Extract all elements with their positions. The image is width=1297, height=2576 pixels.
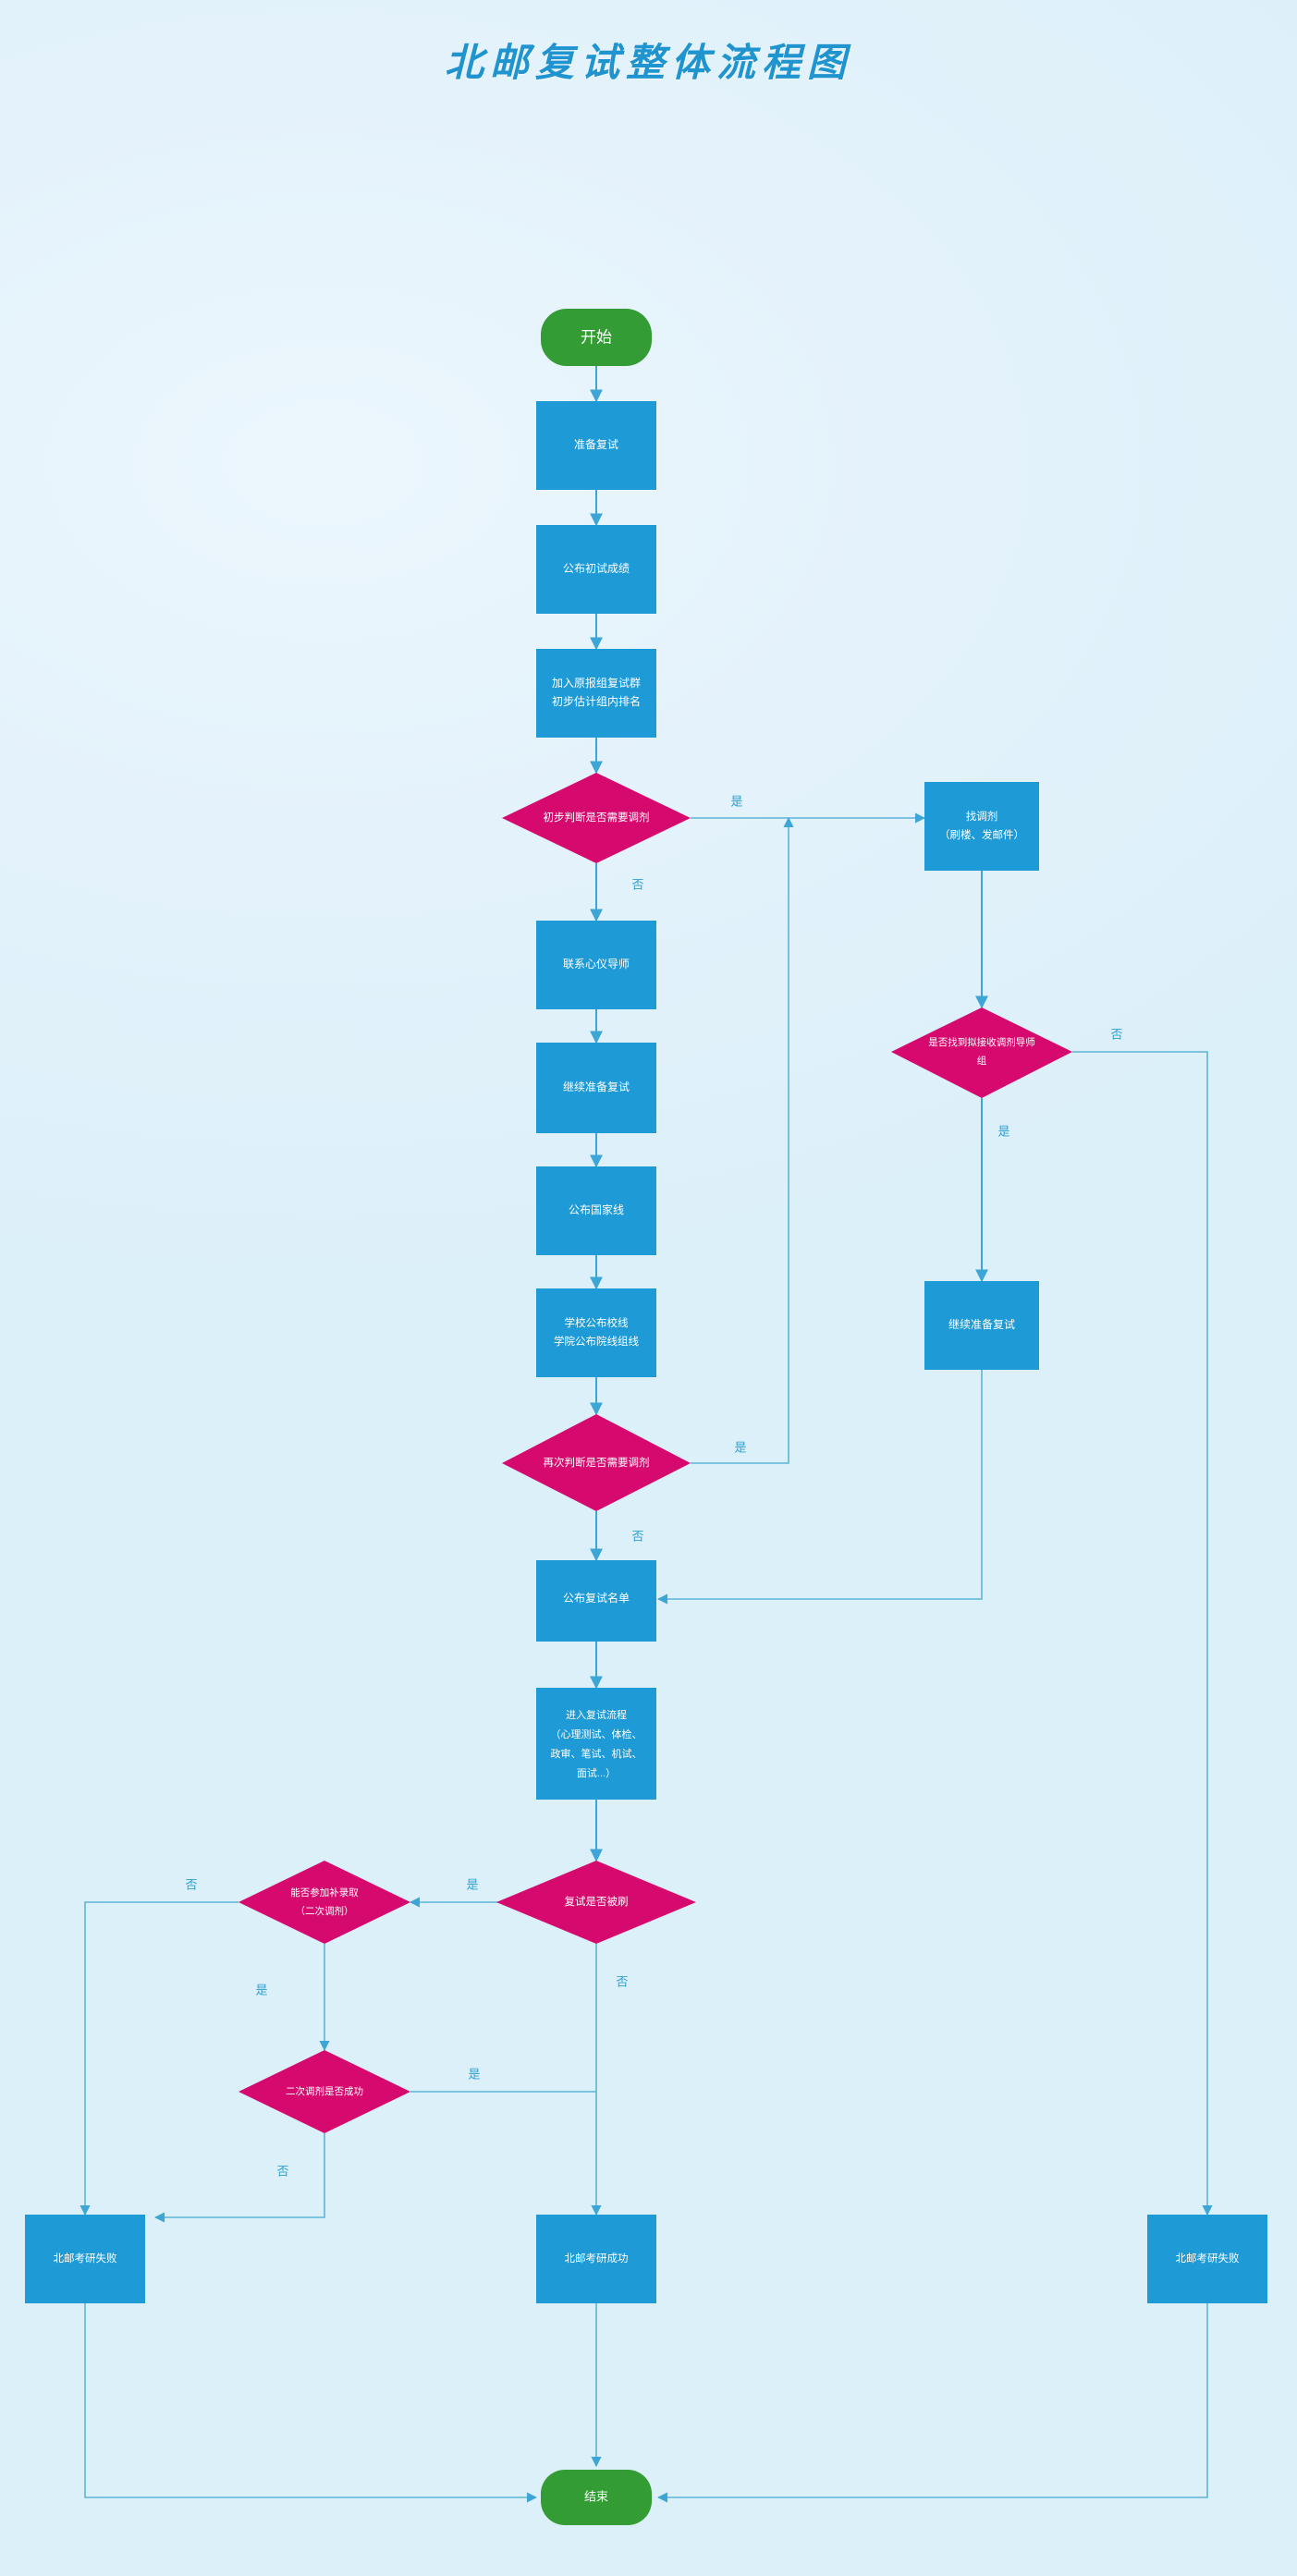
node-decision-first-adjust-shape[interactable] <box>502 773 691 863</box>
node-end-shape[interactable] <box>541 2470 652 2525</box>
node-group-label-line1: 加入原报组复试群 <box>552 676 641 690</box>
node-group-label-line2: 初步估计组内排名 <box>552 694 641 708</box>
node-decision-second-adjust-shape[interactable] <box>502 1414 691 1511</box>
edge-labels-layer: 是 否 否 是 是 否 是 否 否 是 是 否 <box>185 794 1122 2178</box>
edge-label-decsecond-no: 否 <box>631 1529 643 1543</box>
edge-failleft-end <box>84 2303 538 2503</box>
node-school-line-label-line2: 学院公布院线组线 <box>554 1335 639 1348</box>
node-contact-advisor-label: 联系心仪导师 <box>563 958 630 971</box>
page-title: 北邮复试整体流程图 <box>444 40 852 85</box>
node-decision-supplementary-label-line2: （二次调剂） <box>296 1905 354 1917</box>
node-decision-found-group-label-line1: 是否找到拟接收调剂导师 <box>928 1036 1035 1048</box>
node-start-label: 开始 <box>581 328 612 346</box>
node-decision-eliminated[interactable]: 复试是否被刷 <box>496 1861 696 1944</box>
edge-label-decfirst-yes: 是 <box>730 794 742 808</box>
node-decision-found-group-label-line2: 组 <box>977 1055 987 1067</box>
node-retest-process-label-line3: 政审、笔试、机试、 <box>551 1747 642 1760</box>
edge-prep2r-list <box>656 1370 983 1605</box>
node-fail-left-label: 北邮考研失败 <box>54 2252 117 2265</box>
edge-label-decsupp-yes: 是 <box>255 1983 267 1996</box>
node-retest-process[interactable]: 进入复试流程 （心理测试、体检、 政审、笔试、机试、 面试...） <box>536 1688 656 1800</box>
node-school-line[interactable]: 学校公布校线 学院公布院线组线 <box>536 1288 656 1377</box>
node-find-adjust-label-line2: （刷楼、发邮件） <box>939 828 1024 841</box>
node-start[interactable]: 开始 <box>541 309 652 366</box>
node-prep-shape[interactable] <box>536 401 656 490</box>
node-decision-found-group-shape[interactable] <box>891 1007 1072 1098</box>
node-fail-left[interactable]: 北邮考研失败 <box>25 2215 145 2303</box>
edge-label-decsecond-yes: 是 <box>734 1440 746 1454</box>
node-national-line-shape[interactable] <box>536 1166 656 1255</box>
node-fail-right-shape[interactable] <box>1147 2215 1267 2303</box>
node-school-line-shape[interactable] <box>536 1288 656 1377</box>
edge-decfound-failright <box>1072 1051 1213 2216</box>
node-retest-list-shape[interactable] <box>536 1560 656 1642</box>
node-school-line-label-line1: 学校公布校线 <box>565 1316 629 1329</box>
node-success[interactable]: 北邮考研成功 <box>536 2215 656 2303</box>
node-prep-label: 准备复试 <box>574 437 618 451</box>
node-retest-list-label: 公布复试名单 <box>563 1591 630 1605</box>
node-group[interactable]: 加入原报组复试群 初步估计组内排名 <box>536 649 656 738</box>
edge-label-deccut-no: 否 <box>616 1974 628 1988</box>
node-continue-prep-right-label: 继续准备复试 <box>948 1317 1015 1331</box>
node-retest-process-shape[interactable] <box>536 1688 656 1800</box>
node-decision-supplementary[interactable]: 能否参加补录取 （二次调剂） <box>239 1861 410 1944</box>
node-end[interactable]: 结束 <box>541 2470 652 2525</box>
node-find-adjust-label-line1: 找调剂 <box>966 810 998 823</box>
node-fail-right[interactable]: 北邮考研失败 <box>1147 2215 1267 2303</box>
node-retest-process-label-line2: （心理测试、体检、 <box>551 1728 642 1740</box>
node-contact-advisor-shape[interactable] <box>536 921 656 1009</box>
edge-label-decsupp-no: 否 <box>185 1877 197 1891</box>
node-national-line[interactable]: 公布国家线 <box>536 1166 656 1255</box>
node-fail-right-label: 北邮考研失败 <box>1176 2252 1240 2265</box>
node-decision-eliminated-shape[interactable] <box>496 1861 696 1944</box>
node-continue-prep-right-shape[interactable] <box>924 1281 1039 1370</box>
node-retest-process-label-line1: 进入复试流程 <box>566 1708 627 1721</box>
node-retest-process-label-line4: 面试...） <box>577 1767 616 1779</box>
node-score-shape[interactable] <box>536 525 656 614</box>
node-end-label: 结束 <box>584 2489 608 2503</box>
node-decision-second-adjust[interactable]: 再次判断是否需要调剂 <box>502 1414 691 1511</box>
node-national-line-label: 公布国家线 <box>569 1203 624 1216</box>
node-group-shape[interactable] <box>536 649 656 738</box>
node-start-shape[interactable] <box>541 309 652 366</box>
node-decision-supplementary-shape[interactable] <box>239 1861 410 1944</box>
node-fail-left-shape[interactable] <box>25 2215 145 2303</box>
node-continue-prep-label: 继续准备复试 <box>563 1080 630 1093</box>
node-decision-found-group[interactable]: 是否找到拟接收调剂导师 组 <box>891 1007 1072 1098</box>
node-decision-first-adjust[interactable]: 初步判断是否需要调剂 <box>502 773 691 863</box>
node-success-shape[interactable] <box>536 2215 656 2303</box>
node-find-adjust-shape[interactable] <box>924 782 1039 871</box>
node-decision-second-adjust-success-label: 二次调剂是否成功 <box>286 2085 363 2097</box>
node-continue-prep[interactable]: 继续准备复试 <box>536 1043 656 1133</box>
node-decision-second-adjust-success[interactable]: 二次调剂是否成功 <box>239 2050 410 2133</box>
edge-failright-end <box>656 2303 1208 2503</box>
edge-label-decfirst-no: 否 <box>631 877 643 891</box>
node-decision-eliminated-label: 复试是否被刷 <box>565 1896 629 1908</box>
node-contact-advisor[interactable]: 联系心仪导师 <box>536 921 656 1009</box>
edge-label-decsuppok-yes: 是 <box>468 2067 480 2081</box>
node-decision-second-adjust-label: 再次判断是否需要调剂 <box>544 1456 650 1469</box>
edge-decsuppok-failleft <box>153 2133 325 2223</box>
node-retest-list[interactable]: 公布复试名单 <box>536 1560 656 1642</box>
edge-label-deccut-yes: 是 <box>466 1877 478 1891</box>
edge-decsecond-findadjust <box>691 816 794 1464</box>
edge-decsupp-failleft <box>80 1901 239 2216</box>
node-prep[interactable]: 准备复试 <box>536 401 656 490</box>
node-score[interactable]: 公布初试成绩 <box>536 525 656 614</box>
node-decision-first-adjust-label: 初步判断是否需要调剂 <box>544 811 650 824</box>
edge-label-decsuppok-no: 否 <box>276 2164 288 2178</box>
node-success-label: 北邮考研成功 <box>565 2252 629 2265</box>
node-continue-prep-right[interactable]: 继续准备复试 <box>924 1281 1039 1370</box>
edge-label-decfound-yes: 是 <box>997 1124 1009 1138</box>
edges-layer <box>80 366 1213 2503</box>
node-continue-prep-shape[interactable] <box>536 1043 656 1133</box>
node-score-label: 公布初试成绩 <box>563 561 630 575</box>
node-decision-supplementary-label-line1: 能否参加补录取 <box>290 1886 359 1898</box>
edge-label-decfound-no: 否 <box>1110 1027 1122 1041</box>
node-find-adjust[interactable]: 找调剂 （刷楼、发邮件） <box>924 782 1039 871</box>
node-decision-second-adjust-success-shape[interactable] <box>239 2050 410 2133</box>
